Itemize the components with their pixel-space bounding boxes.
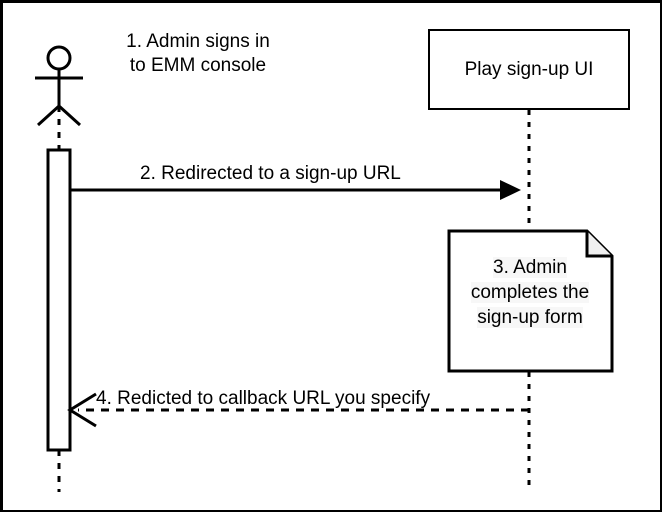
message-1-label-line-1: 1. Admin signs in (126, 31, 270, 52)
message-4-arrowhead (67, 392, 97, 428)
message-1-label: 1. Admin signs in to EMM console (105, 30, 291, 78)
message-3-label-line-3: sign-up form (477, 307, 583, 328)
message-2-label: 2. Redirected to a sign-up URL (140, 163, 401, 184)
actor-leg-left-icon (36, 104, 61, 127)
message-4-arrow (67, 392, 529, 428)
admin-actor-figure (35, 45, 83, 127)
note-folded-corner-icon (585, 231, 612, 258)
actor-head-icon (46, 45, 72, 71)
participant-label: Play sign-up UI (464, 58, 594, 80)
actor-leg-right-icon (57, 104, 82, 127)
message-2-arrow (70, 180, 521, 200)
message-3-label-line-2: completes the (470, 282, 590, 303)
message-1-label-line-2: to EMM console (129, 55, 267, 76)
message-2-arrowhead (500, 180, 521, 200)
participant-play-signup-ui[interactable]: Play sign-up UI (428, 29, 630, 110)
message-3-label-line-1: 3. Admin (493, 257, 567, 278)
admin-activation-bar (46, 148, 72, 452)
message-4-label: 4. Redicted to callback URL you specify (96, 388, 431, 409)
message-3-note-label: 3. Admin completes the sign-up form (452, 255, 608, 330)
